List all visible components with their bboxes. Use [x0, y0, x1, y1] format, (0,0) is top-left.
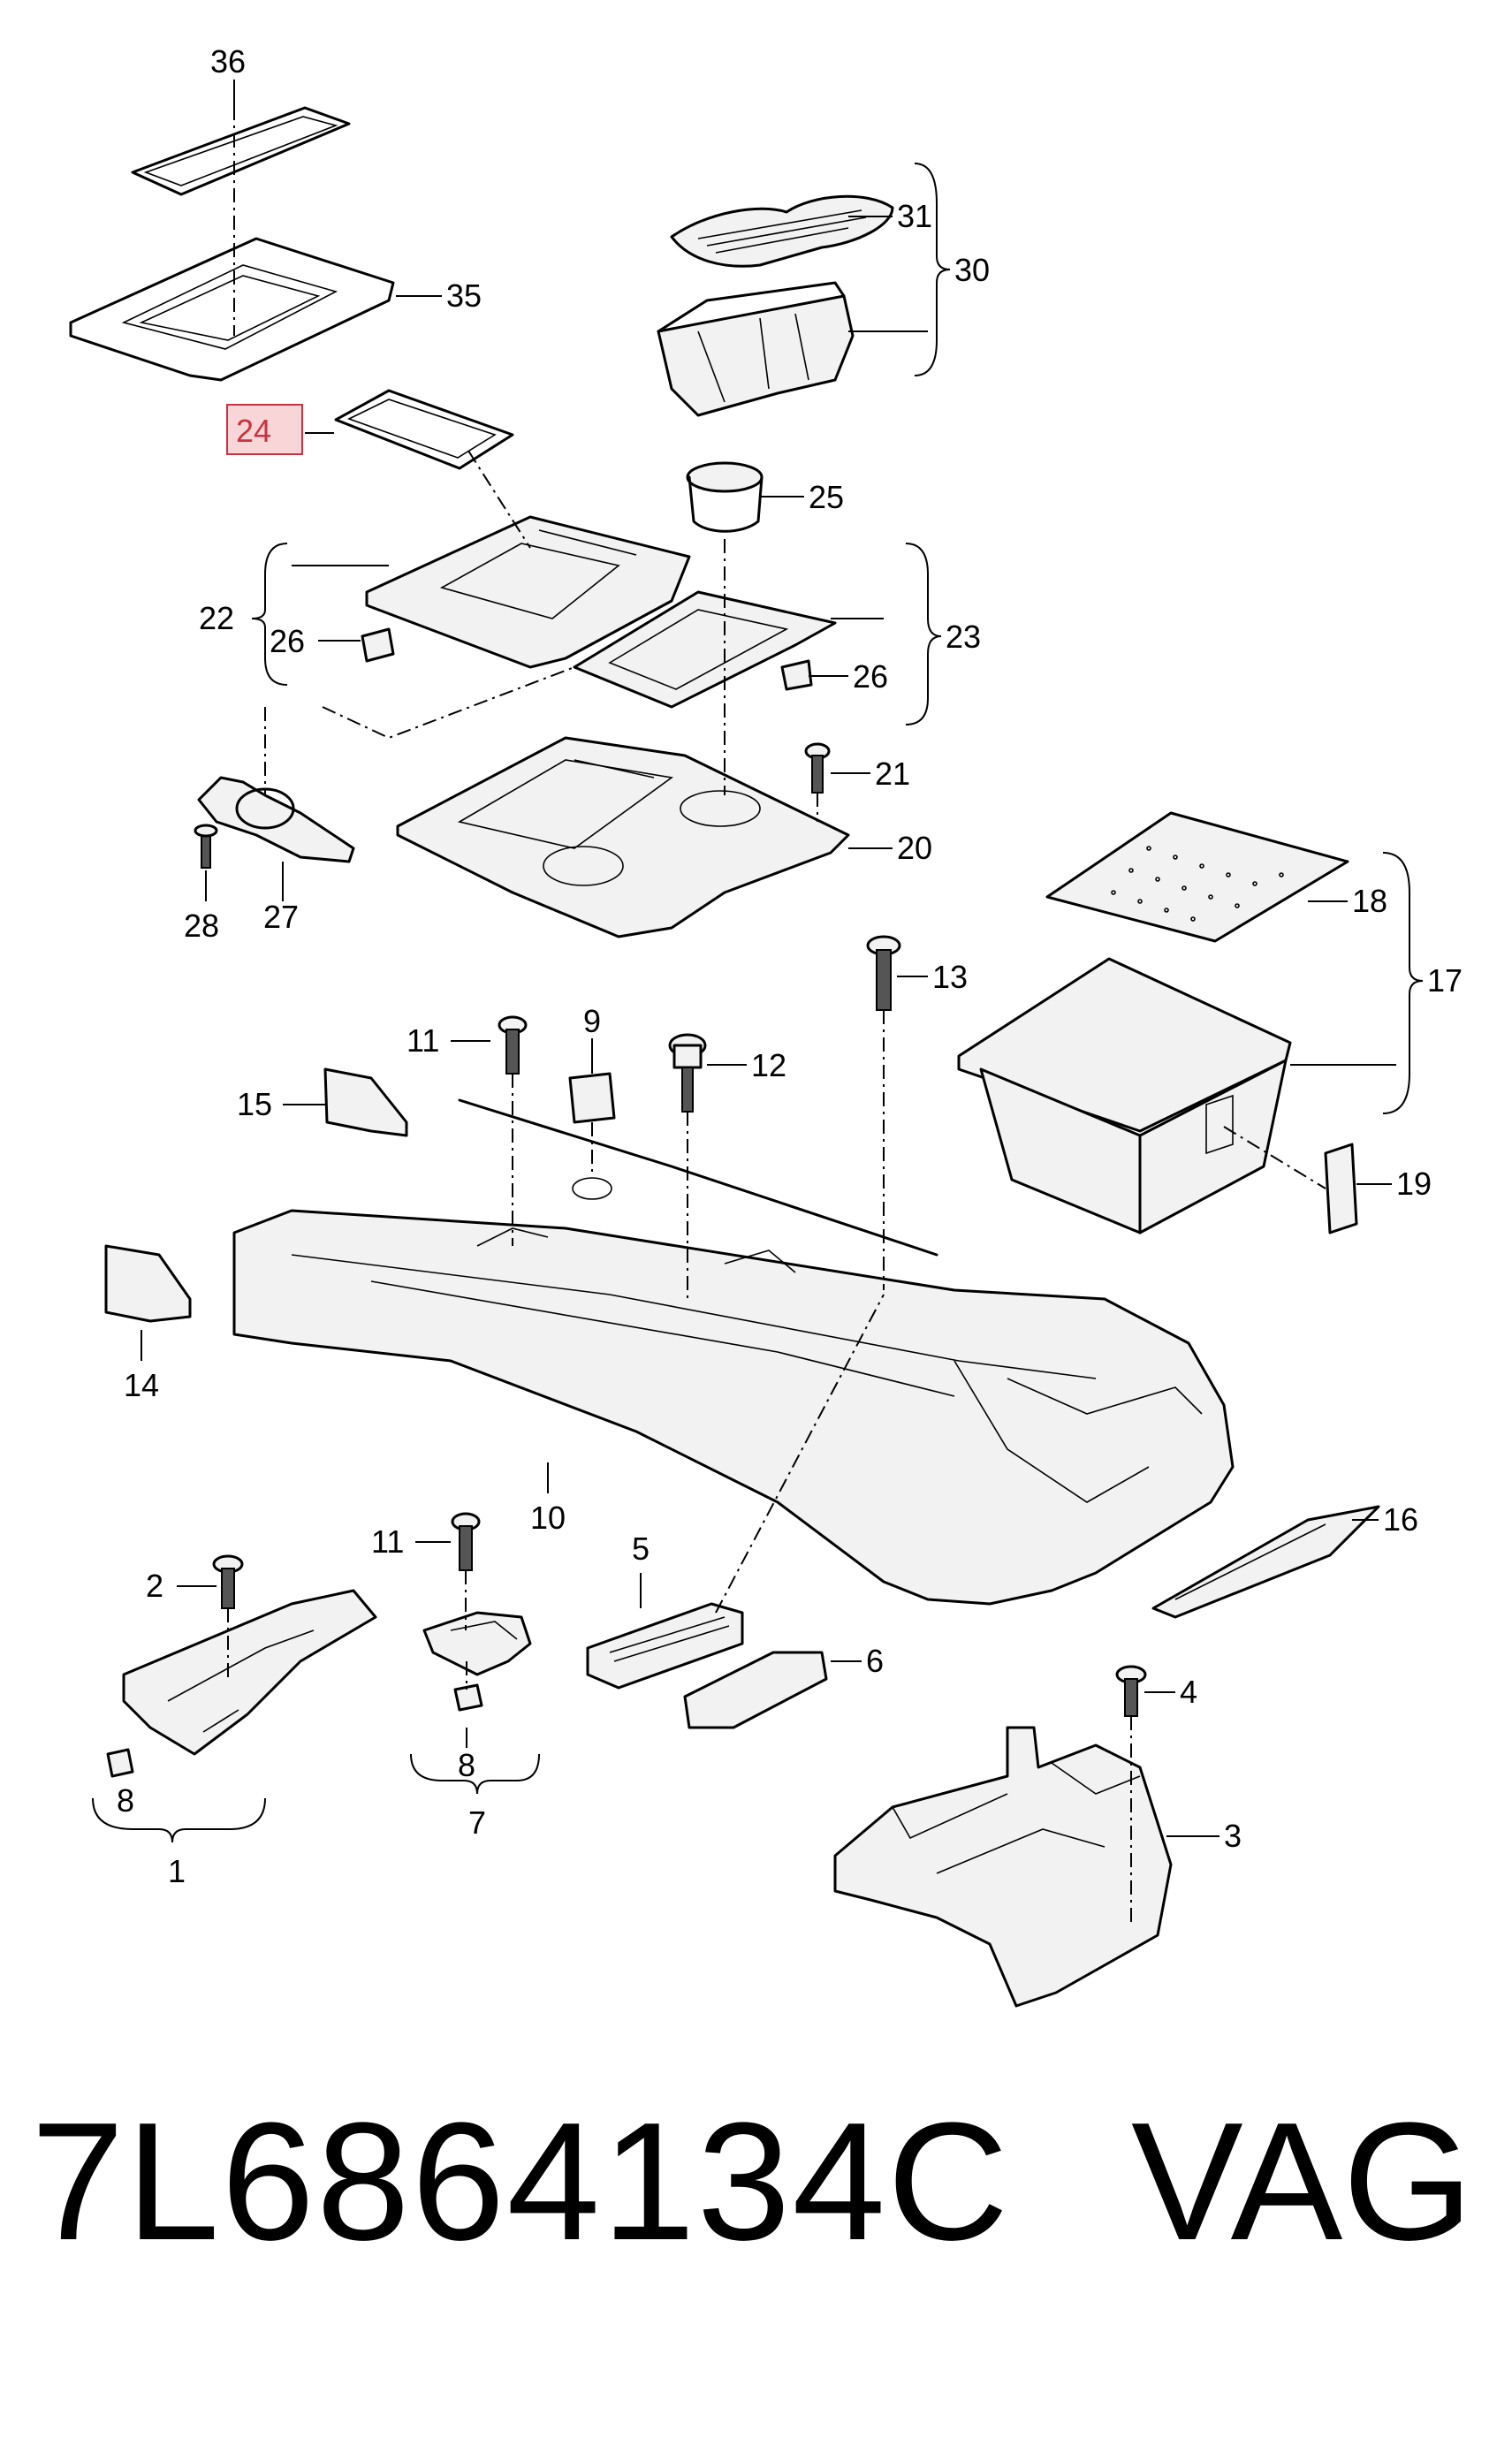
- callout-14: 14: [124, 1367, 159, 1403]
- part-28-screw: [194, 824, 218, 869]
- callout-21: 21: [875, 756, 910, 792]
- callout-11-lower: 11: [371, 1523, 404, 1560]
- leader-lines: [141, 80, 1396, 1837]
- part-1-bracket: [122, 1589, 377, 1756]
- part-36-trim-frame: [131, 106, 351, 196]
- callout-16: 16: [1383, 1501, 1418, 1538]
- part-24-gasket: [334, 389, 514, 470]
- callout-19: 19: [1396, 1166, 1432, 1202]
- part-9-clip: [568, 1072, 616, 1124]
- callout-2: 2: [146, 1568, 163, 1604]
- callout-11-upper: 11: [406, 1022, 439, 1059]
- callout-30: 30: [954, 252, 990, 288]
- callout-20: 20: [897, 830, 932, 866]
- part-16-strip: [1151, 1505, 1380, 1619]
- callout-13: 13: [932, 959, 968, 995]
- callout-labels: 36 35 24 31 30 25 22 26 23 26 21 20 28 2…: [117, 43, 1463, 1889]
- callout-8-left: 8: [117, 1782, 134, 1819]
- brand-name: VAG: [1131, 2088, 1474, 2275]
- part-22-trim-panel: [365, 515, 691, 669]
- callout-1: 1: [168, 1853, 186, 1889]
- part-11-screw-lower: [451, 1512, 481, 1571]
- callout-4: 4: [1180, 1674, 1197, 1710]
- callout-35: 35: [446, 277, 482, 314]
- callout-10: 10: [530, 1500, 566, 1536]
- callout-6: 6: [866, 1643, 884, 1679]
- part-30-cup-holder-box: [657, 281, 855, 417]
- part-4-bolt: [1115, 1665, 1147, 1717]
- part-15-cover: [323, 1067, 408, 1137]
- part-26-clip-left: [361, 627, 395, 663]
- callout-25: 25: [809, 479, 844, 515]
- part-21-screw: [804, 742, 831, 794]
- callout-24: 24: [236, 413, 271, 449]
- part-5-vent: [586, 1602, 744, 1690]
- part-8-nut-left: [106, 1748, 134, 1778]
- part-13-screw: [866, 935, 901, 1011]
- part-8-nut-middle: [453, 1683, 483, 1712]
- part-23-trim-panel: [573, 590, 837, 709]
- part-12-bolt: [668, 1033, 707, 1113]
- assembly-lines: [227, 106, 1326, 1926]
- callout-15: 15: [237, 1086, 272, 1122]
- part-31-mat: [670, 194, 894, 268]
- callout-5: 5: [632, 1531, 650, 1567]
- part-number: 7L6864134C: [31, 2088, 1011, 2275]
- callout-7: 7: [468, 1804, 486, 1841]
- callout-26-right: 26: [853, 658, 888, 695]
- callout-26-left: 26: [270, 623, 305, 659]
- part-26-clip-right: [780, 659, 813, 691]
- callout-9: 9: [583, 1003, 601, 1039]
- part-7-bracket: [422, 1611, 532, 1676]
- part-35-cover-panel: [69, 237, 395, 382]
- part-14-cover: [104, 1244, 192, 1323]
- part-2-bolt: [212, 1554, 244, 1609]
- callout-3: 3: [1224, 1818, 1242, 1854]
- callout-23: 23: [946, 619, 981, 655]
- part-11-screw-upper: [498, 1015, 528, 1075]
- part-17-storage-box: [957, 957, 1292, 1234]
- callout-36: 36: [210, 43, 246, 80]
- callout-12: 12: [751, 1047, 786, 1083]
- part-25-cup: [686, 461, 764, 533]
- part-6-vent: [683, 1651, 828, 1729]
- part-3-bracket: [833, 1726, 1173, 2008]
- group-braces: [92, 163, 1424, 1843]
- highlight-box-24: [226, 404, 303, 455]
- part-10-center-console: [232, 1098, 1235, 1606]
- part-18-mat: [1045, 811, 1349, 943]
- callout-17: 17: [1427, 962, 1463, 999]
- callout-18: 18: [1352, 883, 1387, 919]
- callout-27: 27: [263, 899, 299, 935]
- callout-8-middle: 8: [458, 1747, 475, 1783]
- callout-31: 31: [897, 198, 932, 234]
- footer: 7L6864134C VAG: [0, 2085, 1512, 2439]
- callout-22: 22: [199, 600, 234, 636]
- part-27-bracket: [197, 776, 355, 863]
- part-19-clip: [1324, 1143, 1358, 1234]
- callout-28: 28: [184, 908, 219, 944]
- part-20-console-top: [396, 736, 850, 938]
